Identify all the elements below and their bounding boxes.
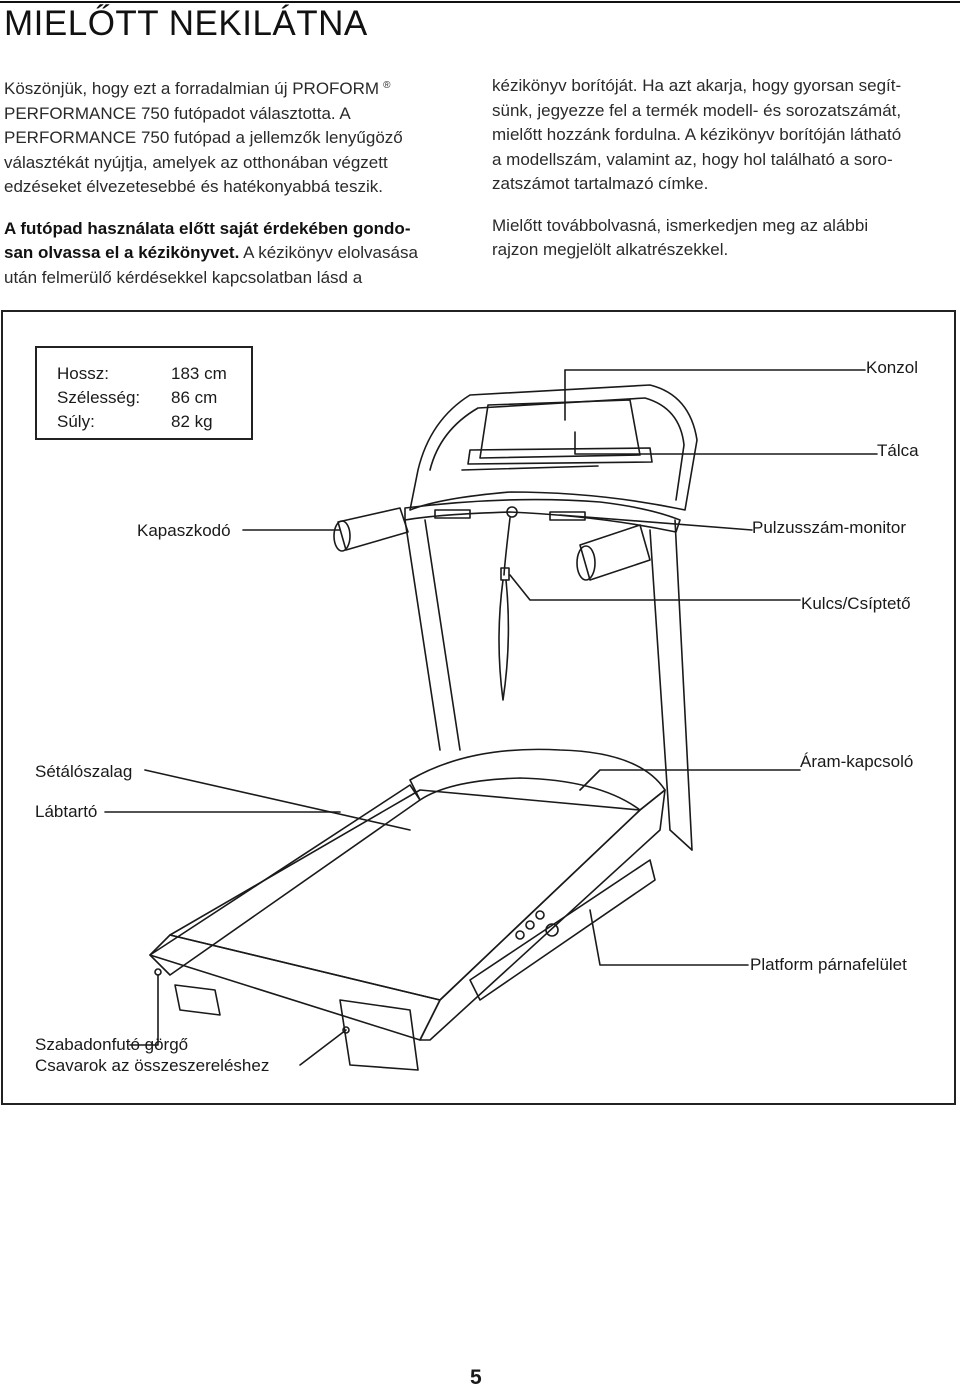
- callout-kulcs: [509, 574, 801, 601]
- console-display: [479, 399, 641, 459]
- callout-csavarok: [299, 1029, 347, 1066]
- callout-platform: [589, 909, 749, 966]
- tray-edge: [461, 465, 599, 471]
- pulse-grip-left: [434, 509, 471, 519]
- handgrip-left-cap: [333, 520, 351, 552]
- upright-left-front: [404, 519, 441, 751]
- spec-width-value: 86 cm: [171, 388, 218, 407]
- side-rail-right: [419, 789, 666, 1041]
- page-title: MIELŐTT NEKILÁTNA: [4, 4, 368, 43]
- safety-key: [506, 506, 518, 518]
- intro-paragraph-1: Köszönjük, hogy ezt a forradalmian új PR…: [4, 74, 464, 200]
- label-gorgo: Szabadonfutó görgő: [35, 1035, 189, 1054]
- label-pulzus: Pulzusszám-monitor: [752, 518, 906, 537]
- spec-length-value: 183 cm: [171, 364, 227, 383]
- spec-weight-value: 82 kg: [171, 412, 213, 431]
- intro-paragraph-3: kézikönyv borítóját. Ha azt akarja, hogy…: [492, 74, 957, 197]
- upright-right-back: [674, 519, 693, 851]
- text-line: sünk, jegyezze fel a termék modell- és s…: [492, 100, 902, 120]
- text-line: mielőtt hozzánk fordulna. A kézikönyv bo…: [492, 125, 902, 144]
- callout-pulzus: [559, 514, 753, 531]
- bold-text-line: san olvassa el a kézikönyvet.: [4, 243, 240, 262]
- text-line: Köszönjük, hogy ezt a forradalmian új PR…: [4, 79, 380, 98]
- handgrip-left: [337, 507, 409, 551]
- text-line: A kézikönyv elolvasása: [239, 243, 418, 262]
- label-csavarok: Csavarok az összeszereléshez: [35, 1056, 270, 1075]
- crossbar: [404, 498, 681, 533]
- foot-front: [339, 999, 419, 1071]
- label-konzol: Konzol: [866, 358, 918, 377]
- spec-width-label: Szélesség:: [57, 388, 141, 407]
- text-line: után felmerülő kérdésekkel kapcsolatban …: [4, 267, 363, 287]
- text-line: a modellszám, valamint az, hogy hol talá…: [492, 149, 893, 169]
- top-rule: [0, 1, 960, 3]
- handgrip-right-cap: [576, 545, 596, 581]
- bold-text-line: A futópad használata előtt saját érdekéb…: [4, 218, 411, 238]
- side-rail-left: [149, 784, 421, 976]
- label-setaloszalag: Sétálószalag: [35, 762, 133, 781]
- callout-setaloszalag: [144, 769, 411, 831]
- text-line: PERFORMANCE 750 futópad a jellemzők leny…: [4, 128, 403, 147]
- roller-bolt: [154, 968, 162, 976]
- label-platform: Platform párnafelület: [750, 955, 907, 974]
- callout-aram: [579, 769, 801, 791]
- page-number: 5: [470, 1366, 482, 1389]
- label-labtarto: Lábtartó: [35, 802, 98, 821]
- callout-gorgo: [129, 974, 159, 1046]
- upright-right-front: [649, 529, 671, 831]
- text-line: PERFORMANCE 750 futópadot választotta. A: [4, 103, 351, 123]
- callout-talca: [574, 431, 878, 455]
- console-tray: [467, 447, 653, 465]
- foot-left: [174, 984, 221, 1016]
- spec-weight-label: Súly:: [57, 412, 95, 431]
- intro-right-column: kézikönyv borítóját. Ha azt akarja, hogy…: [492, 74, 957, 280]
- label-talca: Tálca: [877, 441, 919, 460]
- diagram-frame: [1, 310, 956, 1105]
- text-line: választékát nyújtja, amelyek az otthonáb…: [4, 152, 388, 172]
- label-kapaszkodo: Kapaszkodó: [137, 521, 231, 540]
- text-line: zatszámot tartalmazó címke.: [492, 174, 709, 193]
- upright-left-back: [424, 519, 461, 751]
- text-line: kézikönyv borítóját. Ha azt akarja, hogy…: [492, 76, 902, 95]
- spec-length-label: Hossz:: [57, 364, 109, 383]
- label-aram: Áram-kapcsoló: [800, 752, 914, 771]
- text-line: Mielőtt továbbolvasná, ismerkedjen meg a…: [492, 215, 869, 235]
- safety-cord-top: [503, 517, 511, 576]
- label-kulcs: Kulcs/Csíptető: [801, 594, 911, 613]
- rear-frame: [469, 859, 656, 1001]
- pulse-grip-right: [549, 511, 586, 521]
- console-frame: [409, 384, 698, 511]
- safety-cord-loop: [498, 579, 510, 701]
- wheel: [545, 923, 559, 937]
- handgrip-right: [579, 524, 651, 581]
- intro-left-column: Köszönjük, hogy ezt a forradalmian új PR…: [4, 74, 464, 307]
- text-line: rajzon megjelölt alkatrészekkel.: [492, 240, 729, 259]
- assembly-bolt: [342, 1026, 350, 1034]
- intro-paragraph-4: Mielőtt továbbolvasná, ismerkedjen meg a…: [492, 214, 957, 263]
- clip: [500, 567, 510, 581]
- text-line: edzéseket élvezetesebbé és hatékonyabbá …: [4, 177, 383, 196]
- intro-paragraph-2: A futópad használata előtt saját érdekéb…: [4, 217, 464, 291]
- specifications-box: Hossz: 183 cm Szélesség: 86 cm Súly: 82 …: [35, 346, 253, 440]
- registered-mark: ®: [383, 80, 391, 91]
